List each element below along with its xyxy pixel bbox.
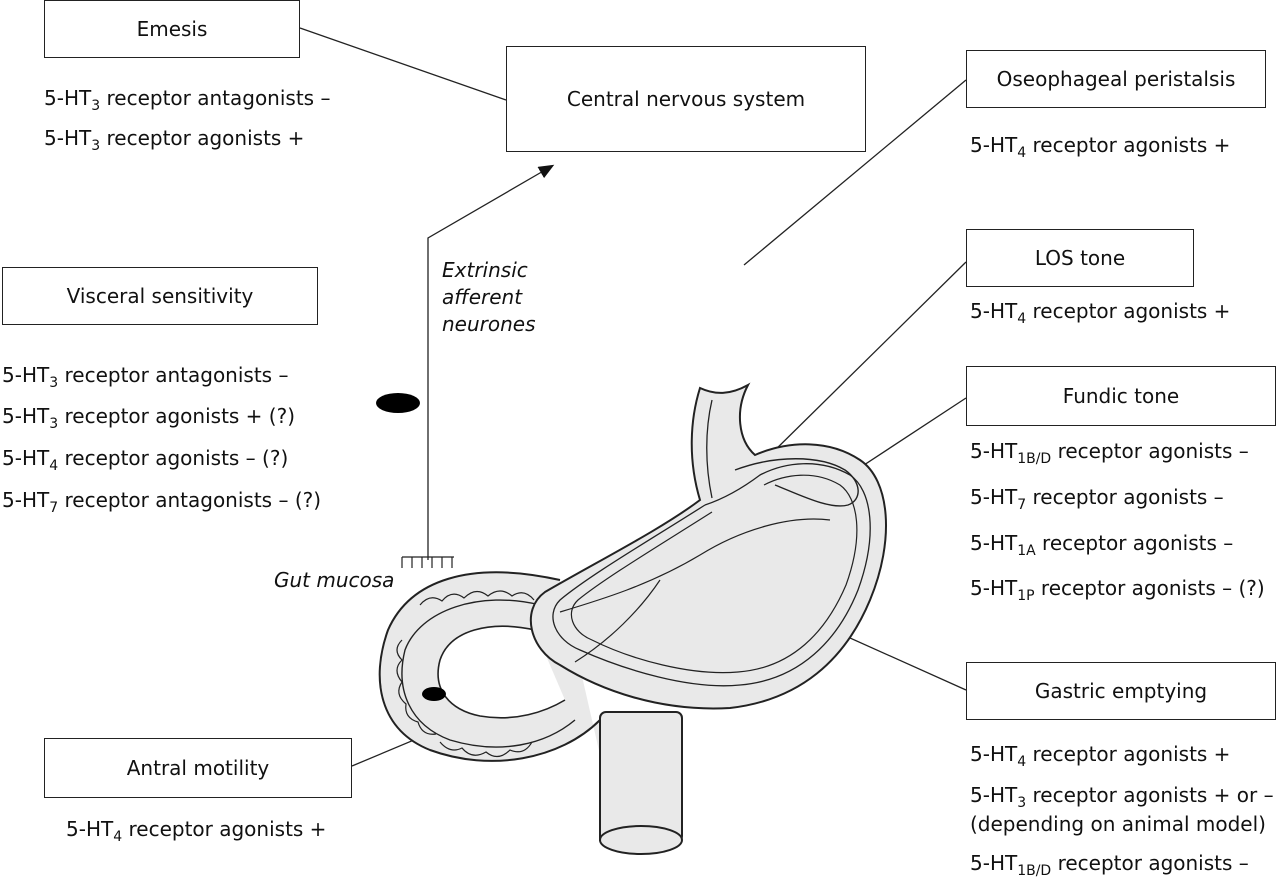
extrinsic-label-1: Extrinsic [442,258,528,282]
connector-oesophageal [743,79,967,266]
visceral-label: Visceral sensitivity [66,284,254,308]
mucosa-comb [401,556,454,568]
gastric-label: Gastric emptying [1034,679,1208,703]
connector-emesis-cns [299,27,507,101]
gut-mucosa-label: Gut mucosa [274,568,395,592]
cns-label: Central nervous system [566,87,806,111]
gastric-item: 5-HT3 receptor agonists + or – [970,783,1274,811]
cns-box: Central nervous system [506,46,866,152]
antral-item: 5-HT4 receptor agonists + [66,817,327,845]
los-label: LOS tone [1034,246,1126,270]
extrinsic-label-2: afferent [442,285,523,309]
afferent-neurone-path [427,164,555,560]
fundic-item: 5-HT1P receptor agonists – (?) [970,576,1265,604]
fundic-label: Fundic tone [1062,384,1180,408]
visceral-box: Visceral sensitivity [2,267,318,325]
emesis-label: Emesis [136,17,208,41]
oesophageal-item: 5-HT4 receptor agonists + [970,133,1231,161]
emesis-item: 5-HT3 receptor agonists + [44,126,305,154]
visceral-item: 5-HT3 receptor antagonists – [2,363,289,391]
fundic-item: 5-HT7 receptor agonists – [970,485,1224,513]
los-box: LOS tone [966,229,1194,287]
neurone-cell-body [376,393,420,413]
gastric-item: (depending on animal model) [970,812,1266,836]
gastric-item: 5-HT1B/D receptor agonists – [970,851,1249,879]
visceral-item: 5-HT3 receptor agonists + (?) [2,404,296,432]
gastric-item: 5-HT4 receptor agonists + [970,742,1231,770]
extrinsic-label-3: neurones [442,312,536,336]
fundic-item: 5-HT1B/D receptor agonists – [970,439,1249,467]
visceral-item: 5-HT4 receptor agonists – (?) [2,446,289,474]
antral-box: Antral motility [44,738,352,798]
connector-los [764,261,967,461]
emesis-item: 5-HT3 receptor antagonists – [44,86,331,114]
visceral-item: 5-HT7 receptor antagonists – (?) [2,488,322,516]
fundic-box: Fundic tone [966,366,1276,426]
emesis-box: Emesis [44,0,300,58]
stomach-illustration [378,382,887,855]
oesophageal-label: Oseophageal peristalsis [996,67,1236,91]
antral-label: Antral motility [126,756,270,780]
oesophageal-box: Oseophageal peristalsis [966,50,1266,108]
los-item: 5-HT4 receptor agonists + [970,299,1231,327]
fundic-item: 5-HT1A receptor agonists – [970,531,1234,559]
gastric-box: Gastric emptying [966,662,1276,720]
